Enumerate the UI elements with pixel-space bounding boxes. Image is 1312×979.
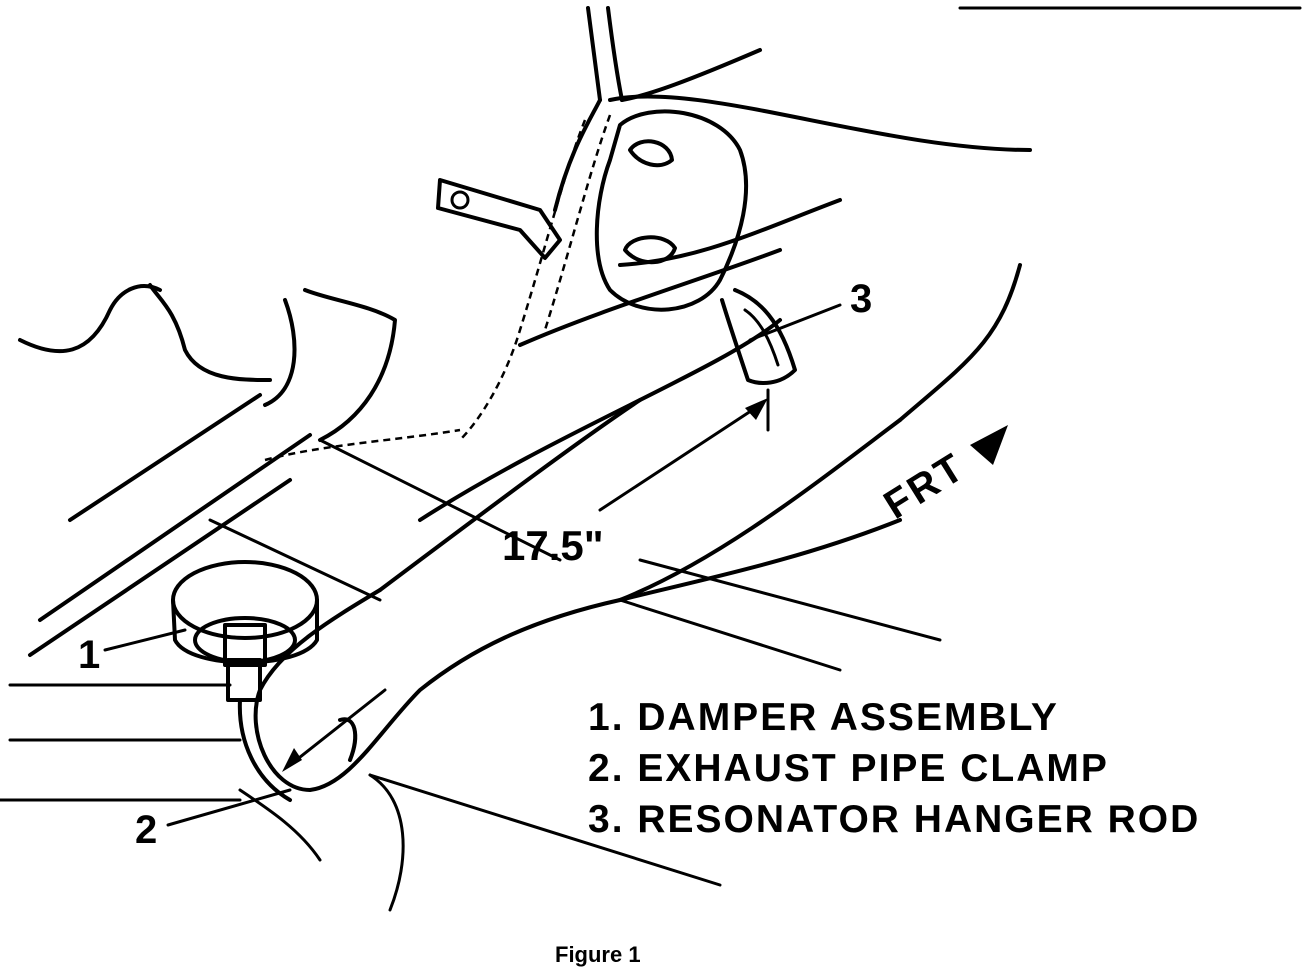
dimension-arrow <box>282 388 770 772</box>
callout-2: 2 <box>135 808 157 852</box>
callout-1: 1 <box>78 633 100 677</box>
damper-assembly <box>171 560 319 702</box>
legend: 1. DAMPER ASSEMBLY 2. EXHAUST PIPE CLAMP… <box>588 696 1200 841</box>
callout-3-leader <box>748 303 842 342</box>
legend-item: 3. RESONATOR HANGER ROD <box>588 798 1200 841</box>
front-arrow-icon <box>970 425 1008 465</box>
frame-contour <box>608 94 1032 602</box>
legend-item: 2. EXHAUST PIPE CLAMP <box>588 747 1109 790</box>
front-direction-indicator: FRT <box>876 425 1008 528</box>
crossmember <box>18 283 461 657</box>
background-lines <box>0 438 942 912</box>
legend-item: 1. DAMPER ASSEMBLY <box>588 696 1059 739</box>
front-label: FRT <box>876 444 973 527</box>
rubber-insulator <box>594 109 749 312</box>
callout-3: 3 <box>850 277 872 321</box>
callout-1-leader <box>103 628 187 652</box>
bracket-arm <box>436 178 562 260</box>
dimension-label: 17.5" <box>502 522 604 569</box>
callout-2-leader <box>166 788 292 827</box>
figure-caption: Figure 1 <box>555 942 641 967</box>
